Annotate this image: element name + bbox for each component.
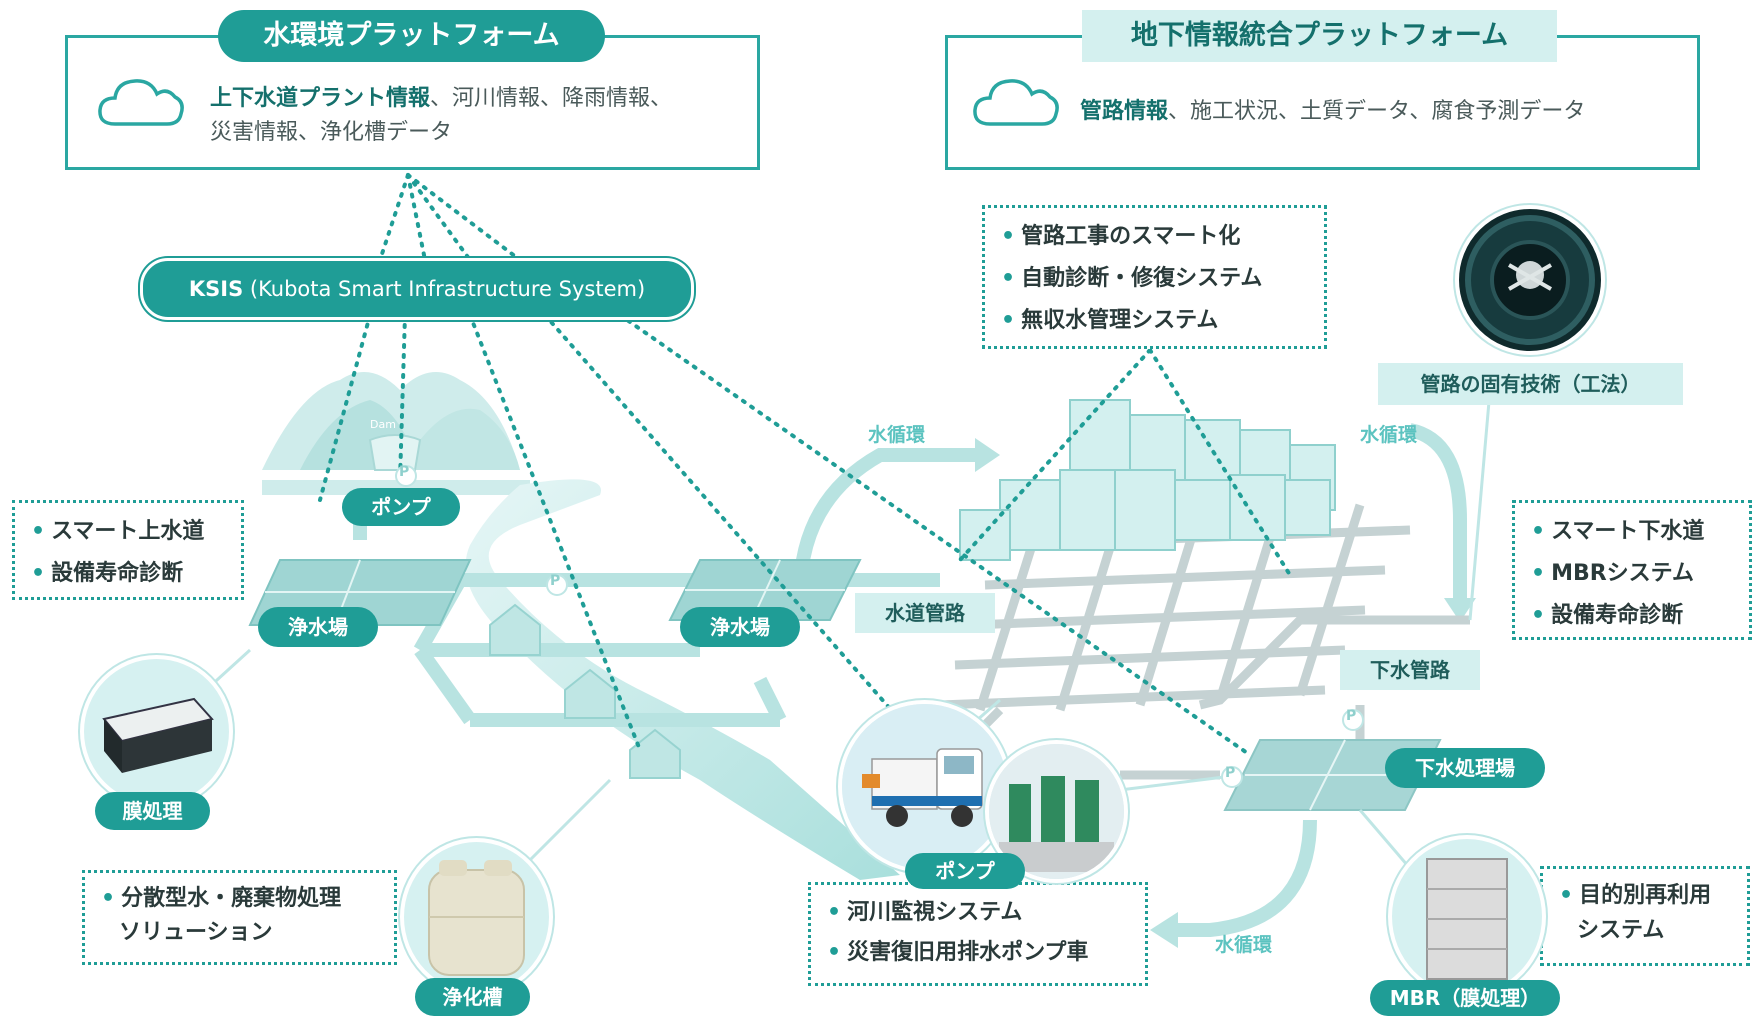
smart-sewer-box: •スマート下水道 •MBRシステム •設備寿命診断 xyxy=(1512,500,1752,640)
pipe-robot-icon xyxy=(1465,215,1595,345)
water-platform-line1: 、河川情報、降雨情報、 xyxy=(430,86,673,111)
underground-platform-highlight: 管路情報 xyxy=(1080,99,1169,124)
mountain-illustration xyxy=(262,372,530,495)
river-system-item: •河川監視システム xyxy=(827,900,1023,925)
pump-truck-circle xyxy=(838,700,1011,873)
membrane-module-circle xyxy=(80,655,233,808)
cloud-icon xyxy=(98,79,184,126)
membrane-module-icon xyxy=(102,697,214,773)
underground-platform-rest: 、施工状況、土質データ、腐食予測データ xyxy=(1168,99,1586,124)
pipe-solution-item: •自動診断・修復システム xyxy=(1001,266,1263,291)
pump-bottom-label: ポンプ xyxy=(905,853,1025,889)
smart-sewer-item: •設備寿命診断 xyxy=(1531,603,1684,628)
smart-water-item: •スマート上水道 xyxy=(31,519,205,544)
water-platform-title: 水環境プラットフォーム xyxy=(218,10,605,62)
underground-platform-text: 管路情報、施工状況、土質データ、腐食予測データ xyxy=(1080,95,1680,129)
cycle-arrow-3 xyxy=(1150,912,1178,948)
river-systems-box: •河川監視システム •災害復旧用排水ポンプ車 xyxy=(808,882,1148,986)
sewer-pipe-label: 下水管路 xyxy=(1340,650,1480,690)
mbr-label: MBR（膜処理） xyxy=(1370,980,1560,1016)
purification-plant-2 xyxy=(668,559,862,621)
city-buildings xyxy=(959,399,1336,561)
membrane-label: 膜処理 xyxy=(95,792,210,830)
pump-truck-icon xyxy=(842,704,1007,869)
river xyxy=(465,479,900,880)
septic-tank-circle xyxy=(400,838,553,996)
p-marker-label: P xyxy=(1225,765,1236,781)
decentralized-line1: •分散型水・廃棄物処理 xyxy=(101,886,342,911)
water-cycle-label: 水循環 xyxy=(868,424,926,446)
p-markers xyxy=(395,465,1364,788)
pipe-technology-label: 管路の固有技術（工法） xyxy=(1378,363,1683,405)
water-platform-highlight: 上下水道プラント情報 xyxy=(210,86,431,111)
water-reuse-box: •目的別再利用 システム xyxy=(1540,866,1750,966)
sewage-plant-label: 下水処理場 xyxy=(1385,748,1545,788)
smart-water-box: •スマート上水道 •設備寿命診断 xyxy=(12,500,244,600)
water-cycle-label: 水循環 xyxy=(1215,934,1273,956)
house-icon xyxy=(489,603,681,779)
decentralized-treatment-box: •分散型水・廃棄物処理 ソリューション xyxy=(82,870,397,965)
mbr-unit-icon xyxy=(1426,858,1508,980)
underground-platform-title: 地下情報統合プラットフォーム xyxy=(1082,10,1557,62)
reuse-line1: •目的別再利用 xyxy=(1559,883,1712,908)
pump-top-label: ポンプ xyxy=(342,488,460,526)
dam-label: Dam xyxy=(370,418,396,431)
water-platform-line2: 災害情報、浄化槽データ xyxy=(210,120,453,145)
pipe-solution-item: •無収水管理システム xyxy=(1001,308,1219,333)
septic-tank-icon xyxy=(428,860,525,976)
pump-station-icon xyxy=(989,744,1124,879)
water-cycle-label: 水循環 xyxy=(1360,424,1418,446)
purification-plant-label: 浄水場 xyxy=(258,607,378,647)
water-platform-text: 上下水道プラント情報、河川情報、降雨情報、 災害情報、浄化槽データ xyxy=(210,82,750,150)
decentralized-line2: ソリューション xyxy=(119,920,273,945)
pipe-solutions-box: •管路工事のスマート化 •自動診断・修復システム •無収水管理システム xyxy=(982,205,1327,349)
dam-icon xyxy=(368,434,422,471)
p-marker-label: P xyxy=(399,464,410,480)
p-marker-label: P xyxy=(550,573,561,589)
pipe-robot-circle xyxy=(1455,205,1605,355)
p-marker-label: P xyxy=(1346,708,1357,724)
mbr-unit-circle xyxy=(1388,835,1546,998)
cycle-arrow-1 xyxy=(975,438,1000,472)
river-system-item: •災害復旧用排水ポンプ車 xyxy=(827,940,1089,965)
reuse-line2: システム xyxy=(1577,918,1665,943)
cloud-icon xyxy=(973,79,1059,126)
ksis-name: KSIS xyxy=(188,277,244,301)
pipe-solution-item: •管路工事のスマート化 xyxy=(1001,224,1241,249)
data-link-lines xyxy=(318,173,1292,757)
smart-sewer-item: •スマート下水道 xyxy=(1531,519,1705,544)
septic-tank-label: 浄化槽 xyxy=(415,978,530,1016)
purification-plant-label: 浄水場 xyxy=(680,607,800,647)
cycle-arrow-2 xyxy=(1444,598,1476,622)
ksis-pill: KSIS (Kubota Smart Infrastructure System… xyxy=(140,258,694,320)
smart-water-item: •設備寿命診断 xyxy=(31,561,184,586)
smart-sewer-item: •MBRシステム xyxy=(1531,561,1695,586)
ksis-full-name: (Kubota Smart Infrastructure System) xyxy=(243,277,646,301)
water-pipe-label: 水道管路 xyxy=(855,593,995,633)
